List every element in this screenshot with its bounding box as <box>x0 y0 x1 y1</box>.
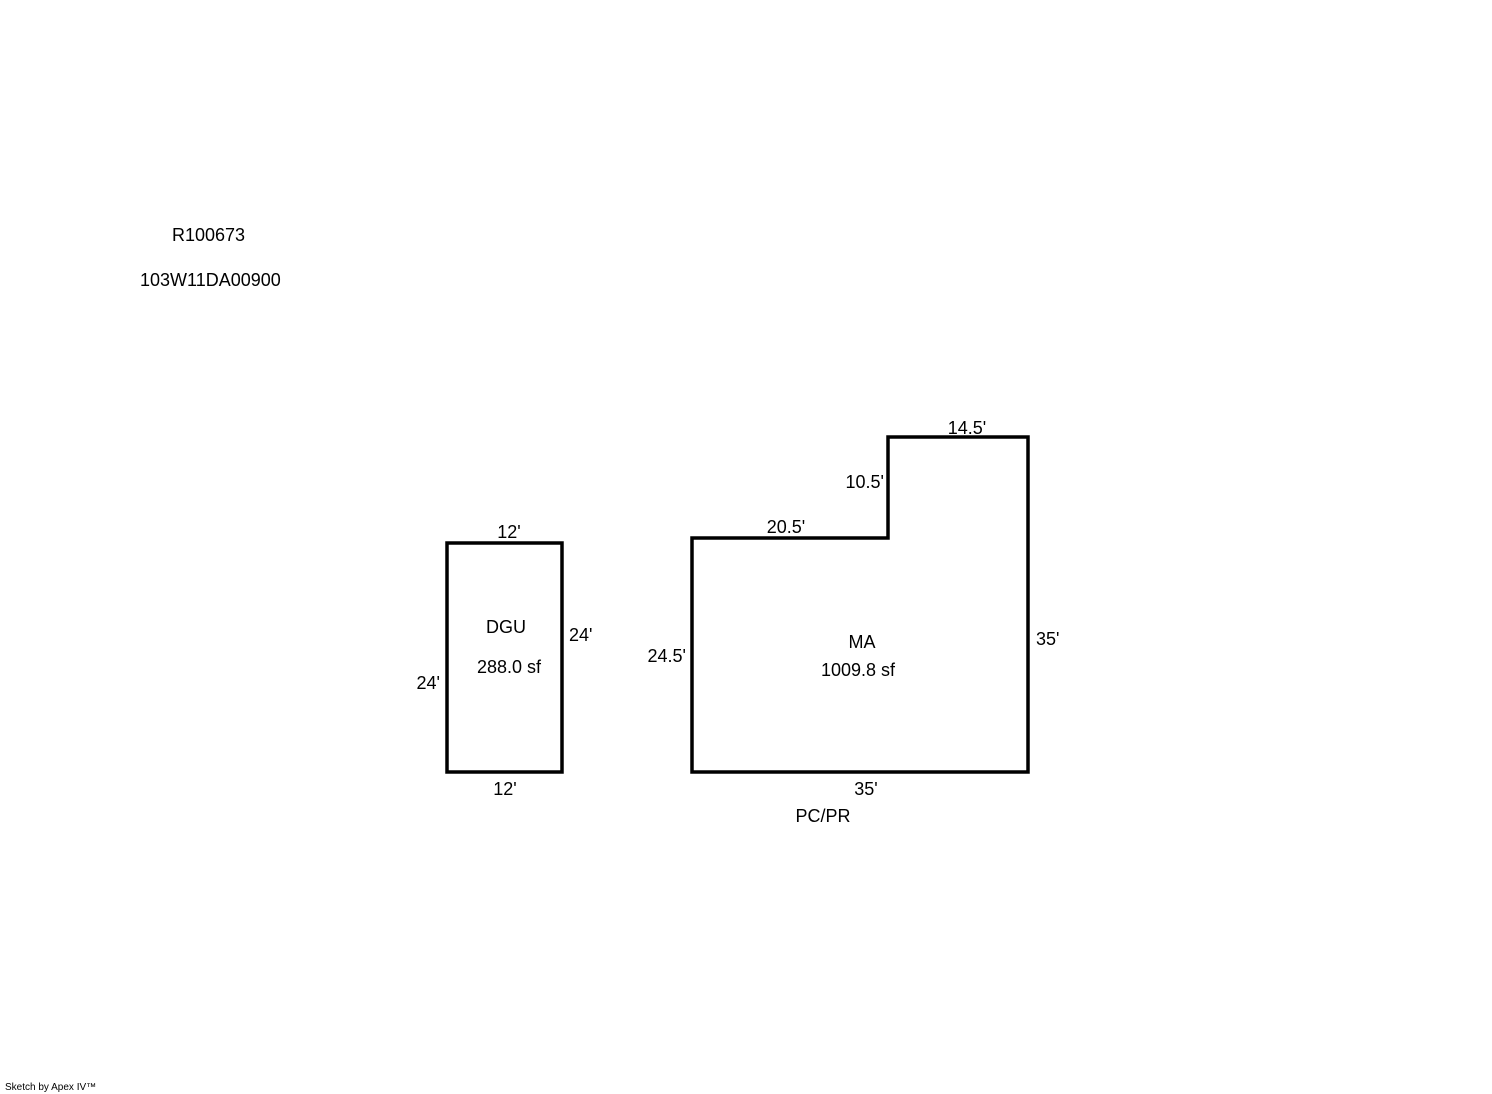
garage-dim-bottom: 12' <box>493 779 516 799</box>
map-tax-lot: 103W11DA00900 <box>140 270 281 290</box>
main-dim-top-upper: 14.5' <box>948 418 986 438</box>
main-dim-top-lower: 20.5' <box>767 517 805 537</box>
garage-label: DGU <box>486 617 526 637</box>
main-area-label: MA <box>849 632 876 652</box>
main-sub-label: PC/PR <box>795 806 850 826</box>
main-dim-bottom: 35' <box>854 779 877 799</box>
main-dim-right: 35' <box>1036 629 1059 649</box>
main-area-size: 1009.8 sf <box>821 660 896 680</box>
main-dim-left: 24.5' <box>648 646 686 666</box>
account-id: R100673 <box>172 225 245 245</box>
main-dim-step-vertical: 10.5' <box>846 472 884 492</box>
garage-dim-top: 12' <box>497 522 520 542</box>
garage-area: 288.0 sf <box>477 657 542 677</box>
garage-dim-right: 24' <box>569 625 592 645</box>
garage-dim-left: 24' <box>417 673 440 693</box>
garage-outline <box>445 541 564 774</box>
sketch-credit: Sketch by Apex IV™ <box>5 1082 96 1093</box>
main-area-outline <box>690 435 1030 774</box>
